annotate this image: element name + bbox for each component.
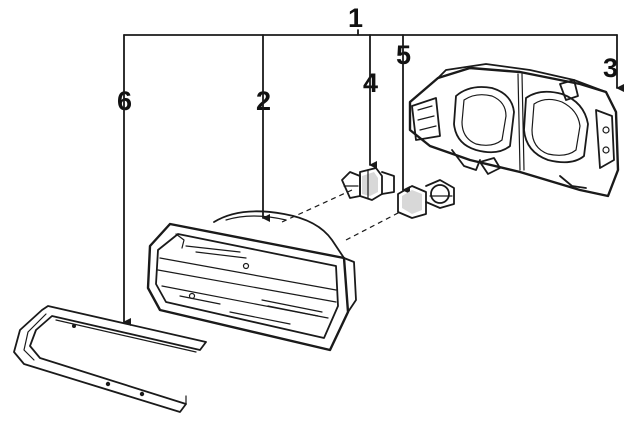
callout-1: 1	[348, 3, 363, 33]
low-beam-bulb	[397, 179, 455, 219]
headlamp-lens	[146, 210, 357, 352]
callout-3: 3	[603, 53, 618, 83]
assembly-line-high-beam	[281, 189, 353, 223]
high-beam-bulb	[341, 167, 395, 201]
leader-lines	[123, 29, 624, 326]
trim-gasket	[13, 305, 207, 413]
assembly-line-low-beam	[345, 211, 401, 241]
headlamp-housing	[408, 63, 620, 198]
